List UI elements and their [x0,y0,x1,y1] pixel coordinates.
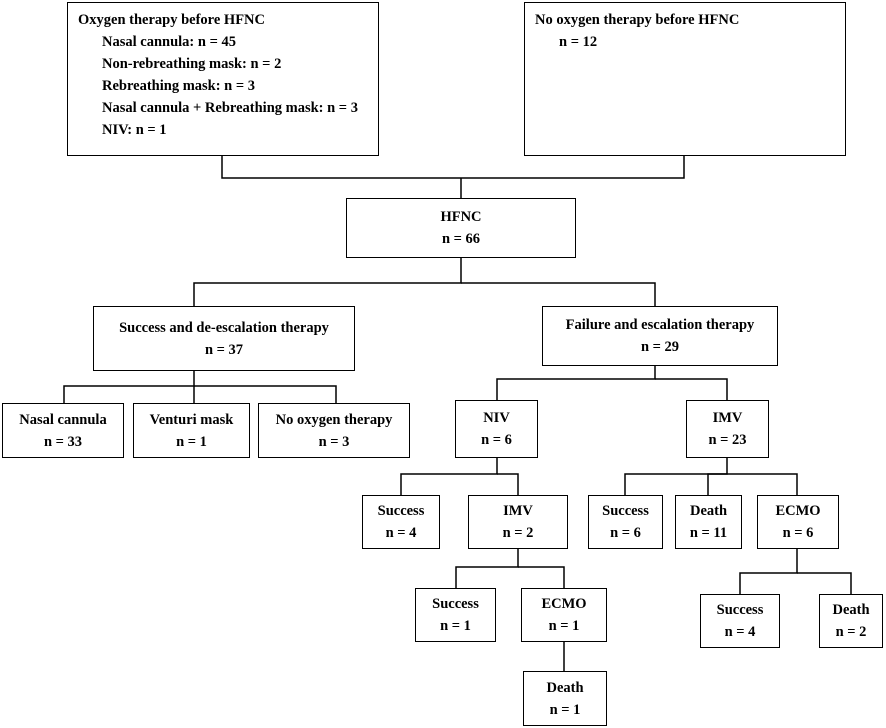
venturi-mask-count: n = 1 [176,433,207,450]
imv-death-title: Death [689,503,728,519]
no-prior-oxygen-box: No oxygen therapy before HFNC n = 12 [524,2,846,156]
success-branch-box: Success and de-escalation therapy n = 37 [93,306,355,371]
niv-imv-box: IMV n = 2 [468,495,568,549]
niv-title: NIV [483,410,510,426]
venturi-mask-box: Venturi mask n = 1 [133,403,250,458]
success-branch-title: Success and de-escalation therapy [119,319,329,336]
no-prior-oxygen-count: n = 12 [559,34,598,50]
prior-oxygen-item: NIV: n = 1 [102,122,167,138]
venturi-mask-title: Venturi mask [149,411,234,428]
imv-success-count: n = 6 [610,525,641,541]
niv-success-box: Success n = 4 [362,495,440,549]
failure-branch-box: Failure and escalation therapy n = 29 [542,306,778,366]
niv-success-title: Success [377,503,425,519]
no-oxygen-therapy-count: n = 3 [318,433,350,450]
imv-success-box: Success n = 6 [588,495,663,549]
niv-count: n = 6 [481,432,512,448]
prior-oxygen-item: Rebreathing mask: n = 3 [102,78,256,94]
niv-imv-ecmo-count: n = 1 [548,618,580,634]
prior-oxygen-item: Nasal cannula: n = 45 [102,34,236,50]
imv-ecmo-title: ECMO [775,503,821,519]
imv-ecmo-box: ECMO n = 6 [757,495,839,549]
imv-ecmo-death-title: Death [832,602,870,618]
imv-ecmo-success-box: Success n = 4 [700,594,780,648]
imv-death-box: Death n = 11 [675,495,742,549]
prior-oxygen-title: Oxygen therapy before HFNC [78,12,265,28]
hfnc-count: n = 66 [441,231,481,247]
imv-count: n = 23 [708,432,747,448]
niv-imv-ecmo-death-box: Death n = 1 [523,671,607,726]
niv-imv-ecmo-death-count: n = 1 [549,701,581,718]
failure-branch-title: Failure and escalation therapy [565,317,755,333]
failure-branch-count: n = 29 [640,339,680,355]
prior-oxygen-box: Oxygen therapy before HFNC Nasal cannula… [67,2,379,156]
imv-death-count: n = 11 [689,525,728,541]
imv-ecmo-death-box: Death n = 2 [819,594,883,648]
imv-success-title: Success [602,503,649,519]
imv-ecmo-death-count: n = 2 [835,624,867,640]
imv-ecmo-success-count: n = 4 [724,624,756,640]
prior-oxygen-item: Nasal cannula + Rebreathing mask: n = 3 [102,100,358,116]
no-oxygen-therapy-title: No oxygen therapy [275,411,393,428]
niv-imv-ecmo-box: ECMO n = 1 [521,588,607,642]
success-branch-count: n = 37 [204,341,244,358]
imv-ecmo-count: n = 6 [782,525,814,541]
no-oxygen-therapy-box: No oxygen therapy n = 3 [258,403,410,458]
niv-imv-title: IMV [503,503,533,519]
imv-title: IMV [712,410,743,426]
no-prior-oxygen-title: No oxygen therapy before HFNC [535,12,740,28]
nasal-cannula-count: n = 33 [43,433,83,450]
hfnc-box: HFNC n = 66 [346,198,576,258]
niv-imv-count: n = 2 [502,525,534,541]
niv-success-count: n = 4 [385,525,417,541]
niv-imv-ecmo-title: ECMO [541,596,587,612]
niv-imv-success-title: Success [432,596,479,612]
niv-box: NIV n = 6 [455,400,538,458]
hfnc-title: HFNC [440,209,482,225]
niv-imv-ecmo-death-title: Death [546,679,584,696]
nasal-cannula-title: Nasal cannula [19,411,107,428]
imv-box: IMV n = 23 [686,400,769,458]
imv-ecmo-success-title: Success [716,602,764,618]
niv-imv-success-count: n = 1 [440,618,471,634]
prior-oxygen-item: Non-rebreathing mask: n = 2 [102,56,282,72]
nasal-cannula-box: Nasal cannula n = 33 [2,403,124,458]
niv-imv-success-box: Success n = 1 [415,588,496,642]
